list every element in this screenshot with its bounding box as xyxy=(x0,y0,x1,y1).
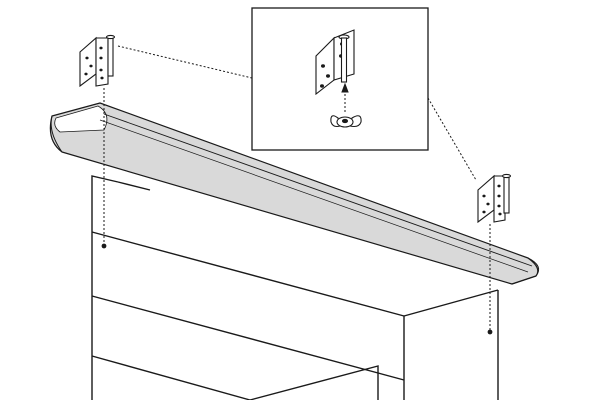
bracket-left xyxy=(79,34,116,88)
valance-bar-groove-2 xyxy=(99,119,529,273)
cabinet-top-back-edge xyxy=(117,181,151,191)
guide-inset-to-right xyxy=(427,97,477,181)
alignment-dots xyxy=(101,243,493,335)
cabinet-panel-line-2 xyxy=(91,295,405,381)
cabinet-left-edge xyxy=(91,175,119,400)
detail-inset xyxy=(251,7,429,151)
valance-bar-left-end xyxy=(50,115,63,153)
bracket-right-bolt xyxy=(503,174,510,214)
bracket-right-holes xyxy=(482,184,502,216)
cabinet xyxy=(91,175,499,400)
guide-left-to-inset xyxy=(117,45,253,79)
inset-bolt xyxy=(338,34,350,83)
cabinet-top-right-edge xyxy=(403,289,499,317)
bracket-right xyxy=(477,173,512,224)
valance-bar-right-end xyxy=(511,257,540,285)
bracket-right-side-plate xyxy=(477,174,495,224)
cabinet-panel-line-3 xyxy=(91,355,251,400)
inset-arrow xyxy=(341,82,349,112)
bracket-left-holes xyxy=(84,46,104,80)
valance-bar xyxy=(49,102,540,285)
bracket-left-bolt xyxy=(107,35,114,77)
valance-bar-groove-1 xyxy=(103,113,533,267)
wing-nut-hole xyxy=(341,118,349,124)
bracket-left-front-plate xyxy=(95,37,109,87)
inset-bolt-shaft xyxy=(340,37,348,83)
cabinet-inner-recess xyxy=(249,365,379,400)
guide-left-dot xyxy=(101,243,107,249)
inset-arrow-head xyxy=(341,82,349,93)
guide-right-dot xyxy=(487,329,493,335)
cabinet-panel-line-1 xyxy=(91,231,405,317)
bracket-right-front-plate xyxy=(493,175,506,223)
bracket-left-side-plate xyxy=(79,36,97,88)
inset-frame xyxy=(251,7,429,151)
alignment-guides xyxy=(103,45,491,330)
wing-nut xyxy=(330,115,362,128)
